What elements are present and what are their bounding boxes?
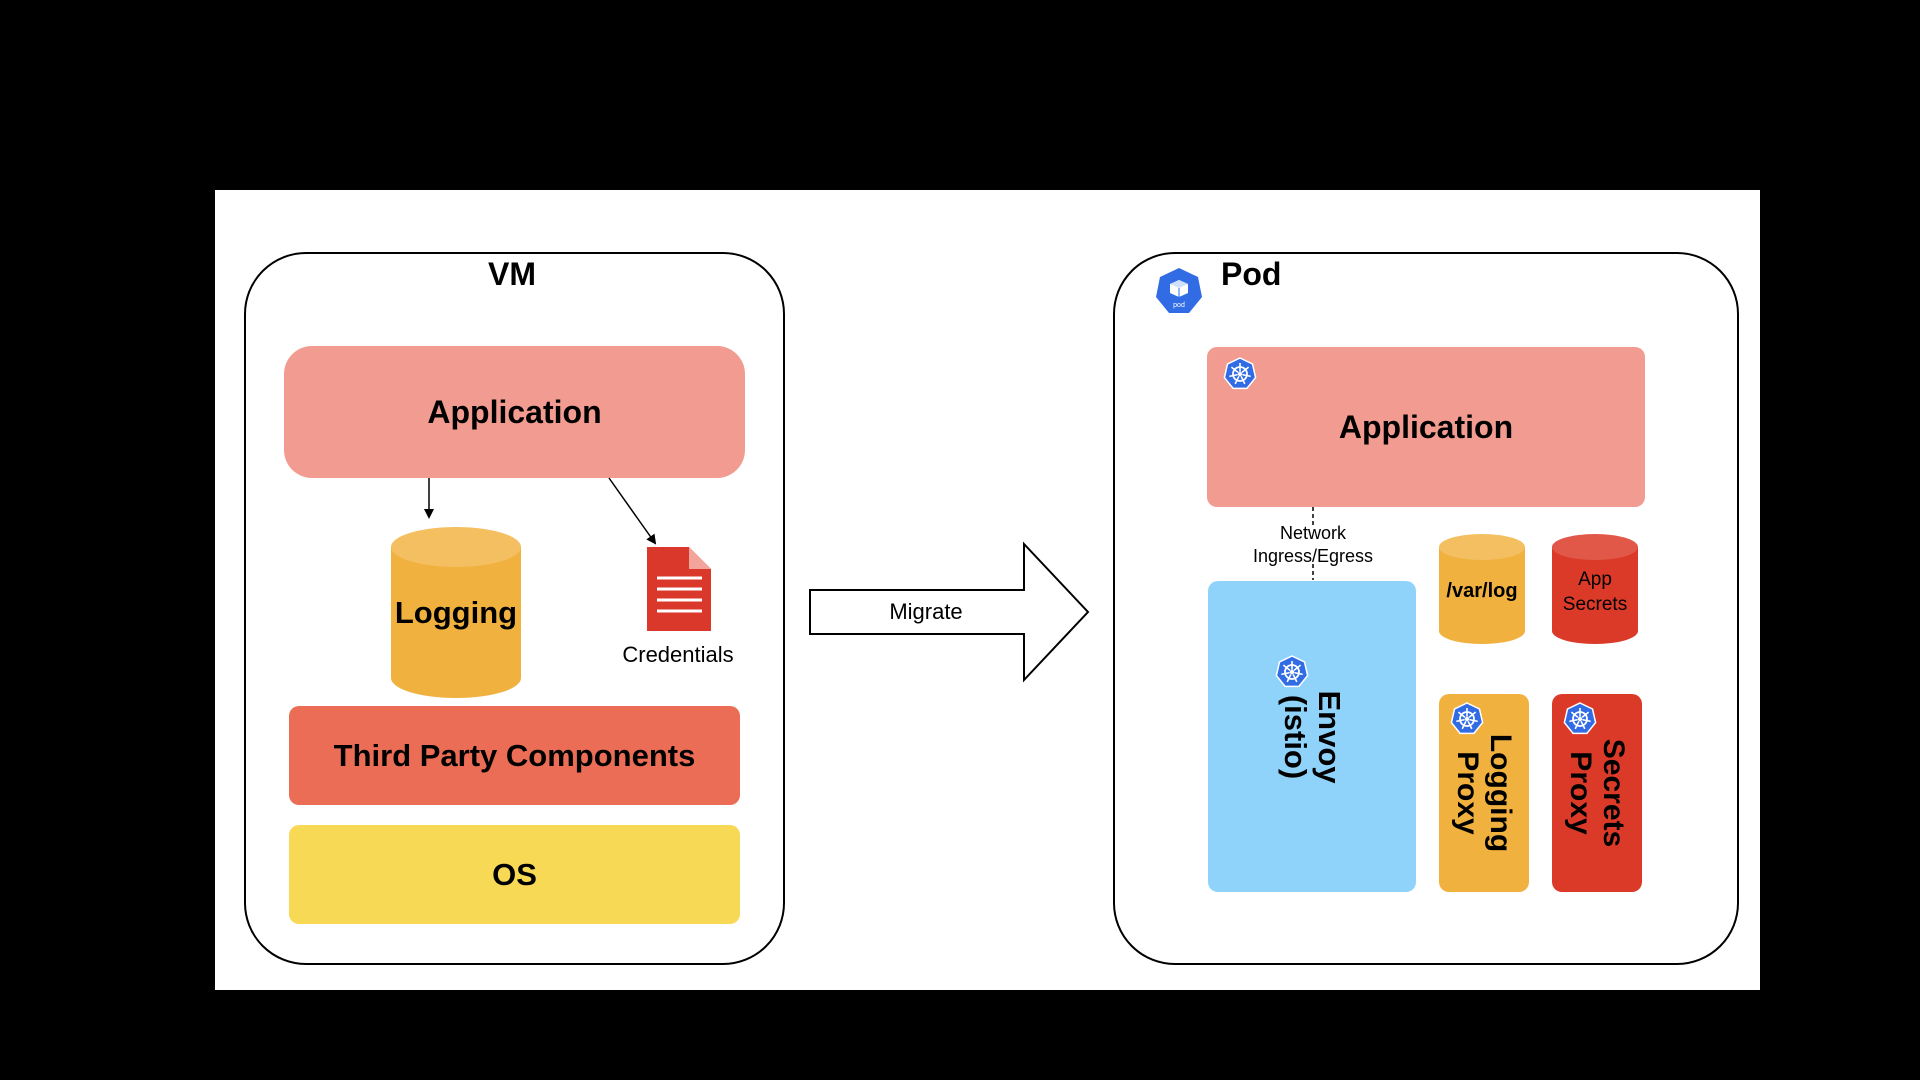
secrets-proxy-label-line-1: Secrets <box>1597 738 1630 848</box>
secrets-proxy-box: Secrets Proxy <box>1552 694 1642 892</box>
app-secrets-label: App Secrets <box>1552 567 1638 617</box>
app-secrets-label-line-2: Secrets <box>1562 594 1628 615</box>
vm-os-label: OS <box>492 856 537 892</box>
envoy-label-line-1: Envoy <box>1312 689 1347 784</box>
vm-application-box: Application <box>284 346 745 478</box>
logging-proxy-label: Logging Proxy <box>1451 734 1517 852</box>
vm-logging-label: Logging <box>394 595 518 630</box>
migrate-label: Migrate <box>889 599 963 624</box>
envoy-box: Envoy (istio) <box>1208 581 1416 892</box>
pod-application-box: Application <box>1207 347 1645 507</box>
network-label-line-1: Network <box>1279 523 1346 543</box>
app-secrets-label-line-1: App <box>1578 569 1612 590</box>
logging-proxy-label-line-2: Proxy <box>1451 751 1484 835</box>
vm-third-party-box: Third Party Components <box>289 706 740 805</box>
secrets-proxy-label-line-2: Proxy <box>1564 751 1597 835</box>
vm-application-label: Application <box>427 393 602 430</box>
logging-proxy-box: Logging Proxy <box>1439 694 1529 892</box>
network-label: Network Ingress/Egress <box>1233 522 1393 568</box>
secrets-proxy-label: Secrets Proxy <box>1564 739 1630 847</box>
pod-application-label: Application <box>1338 408 1514 445</box>
vm-title: VM <box>488 256 536 292</box>
network-label-line-2: Ingress/Egress <box>1252 546 1374 566</box>
vm-third-party-label: Third Party Components <box>333 737 696 773</box>
envoy-label: Envoy (istio) <box>1278 689 1347 784</box>
var-log-label: /var/log <box>1446 579 1518 602</box>
vm-credentials-label: Credentials <box>622 642 734 667</box>
pod-title: Pod <box>1221 256 1282 292</box>
vm-os-box: OS <box>289 825 740 924</box>
envoy-label-line-2: (istio) <box>1278 694 1313 779</box>
logging-proxy-label-line-1: Logging <box>1484 733 1517 853</box>
